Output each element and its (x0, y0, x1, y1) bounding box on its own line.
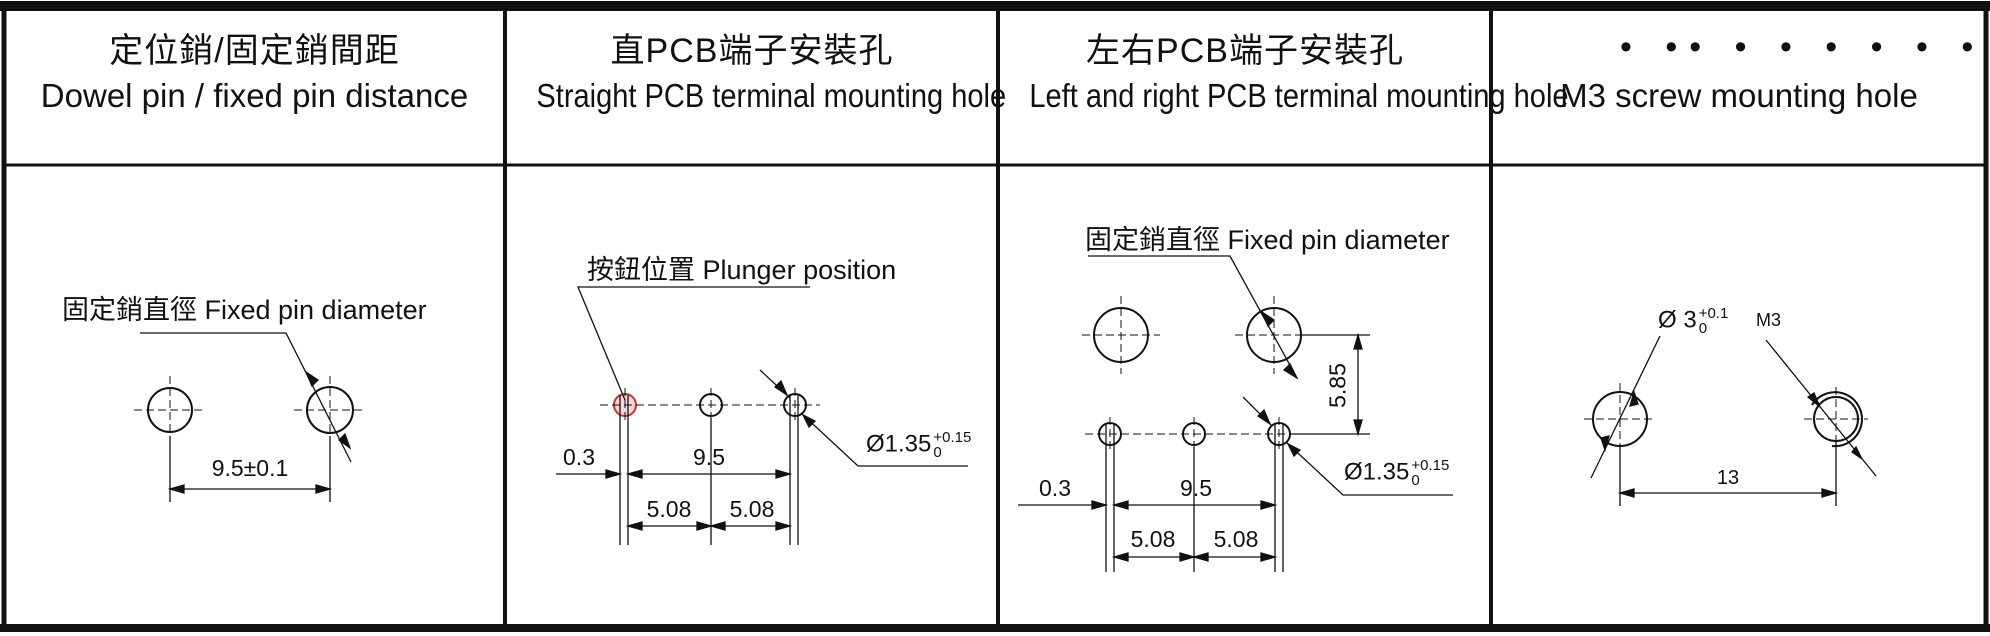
panel-4-thread-label: M3 (1756, 310, 1782, 330)
panel-4-diameter-value: Ø 3 (1658, 306, 1697, 334)
panel-4-spacing-dimension: 13 (1716, 467, 1740, 489)
panel-4-title-dots: • •• • • • • • • • • • • (1620, 28, 1980, 66)
panel-2-span-dimension: 9.5 (693, 444, 725, 470)
panel-4-drawing (1584, 335, 1877, 506)
panel-2-pitch-right-dimension: 5.08 (729, 496, 775, 522)
panel-2-tolerance-lower: 0 (933, 444, 942, 461)
panel-2-offset-dimension: 0.3 (563, 444, 595, 470)
panel-3-offset-dimension: 0.3 (1039, 475, 1071, 501)
panel-3-diameter-value: Ø1.35 (1344, 458, 1410, 486)
panel-3-drawing (1018, 255, 1453, 572)
panel-2-diameter-value: Ø1.35 (866, 430, 932, 458)
panel-1-fixed-pin-label: 固定銷直徑 Fixed pin diameter (62, 295, 427, 325)
panel-3-tolerance-lower: 0 (1411, 472, 1420, 489)
panel-1-drawing (134, 332, 366, 502)
panel-3-tolerance-upper: +0.15 (1411, 457, 1450, 474)
panel-2-tolerance-upper: +0.15 (933, 429, 972, 446)
panel-3-vertical-dimension: 5.85 (1324, 363, 1351, 408)
panel-2-pitch-left-dimension: 5.08 (646, 496, 692, 522)
panel-2-plunger-label: 按鈕位置 Plunger position (587, 255, 897, 285)
panel-4-tolerance-upper: +0.1 (1698, 305, 1729, 322)
panel-3-pitch-left-dimension: 5.08 (1130, 526, 1176, 552)
thread-arc (1811, 391, 1863, 448)
panel-4-tolerance-lower: 0 (1698, 320, 1708, 337)
panel-3-span-dimension: 9.5 (1180, 475, 1212, 501)
panel-3-fixed-pin-label: 固定銷直徑 Fixed pin diameter (1085, 225, 1450, 255)
panel-1-spacing-dimension: 9.5±0.1 (211, 455, 289, 481)
panel-2-drawing (556, 286, 968, 545)
panel-3-pitch-right-dimension: 5.08 (1213, 526, 1259, 552)
